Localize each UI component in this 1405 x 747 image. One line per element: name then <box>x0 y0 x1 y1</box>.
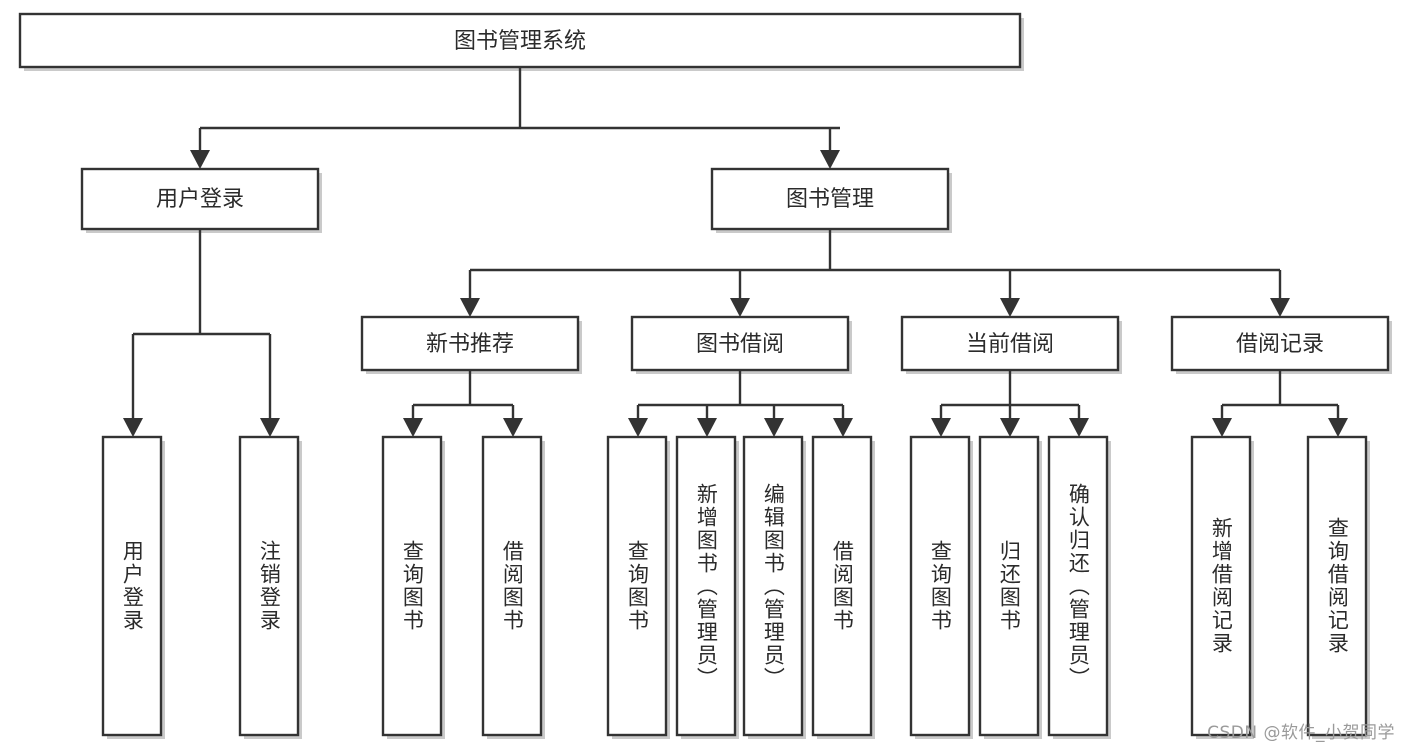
arrow-to-borrow-record <box>1270 298 1290 317</box>
arrow-to-current-borrow <box>1000 298 1020 317</box>
node-new-book-recommend[interactable]: 新书推荐 <box>360 315 582 374</box>
root-label: 图书管理系统 <box>454 29 586 54</box>
arrow-to-leaf-edit-book <box>764 418 784 437</box>
arrow-to-user-login <box>190 150 210 169</box>
arrow-to-leaf-return-book <box>1000 418 1020 437</box>
watermark: CSDN @软件_小贺同学 <box>1207 723 1395 743</box>
connector-borrow-record-to-leaves <box>1212 370 1348 437</box>
connector-book-manage-to-level3 <box>460 229 1290 317</box>
arrow-to-leaf-confirm-return <box>1069 418 1089 437</box>
arrow-to-new-book-recommend <box>460 298 480 317</box>
arrow-to-book-manage <box>820 150 840 169</box>
current-borrow-box <box>900 315 1120 372</box>
node-root[interactable]: 图书管理系统 <box>18 12 1024 71</box>
connector-user-login-to-leaves <box>123 229 280 437</box>
node-book-manage[interactable]: 图书管理 <box>710 167 952 233</box>
arrow-to-leaf-query-book-3 <box>931 418 951 437</box>
node-borrow-record[interactable]: 借阅记录 <box>1170 315 1392 374</box>
node-current-borrow[interactable]: 当前借阅 <box>900 315 1122 374</box>
arrow-to-leaf-query-book-1 <box>403 418 423 437</box>
leaf-node-borrow-book-2[interactable] <box>811 435 875 739</box>
book-borrow-label: 图书借阅 <box>696 332 784 357</box>
arrow-to-leaf-logout-login <box>260 418 280 437</box>
new-book-recommend-label: 新书推荐 <box>426 332 514 357</box>
root-box <box>18 12 1022 69</box>
leaf-node-add-book[interactable] <box>675 435 739 739</box>
leaf-node-query-record[interactable] <box>1306 435 1370 739</box>
arrow-to-leaf-add-book <box>697 418 717 437</box>
current-borrow-label: 当前借阅 <box>966 332 1054 357</box>
leaf-node-query-book-3[interactable] <box>909 435 973 739</box>
arrow-to-leaf-add-record <box>1212 418 1232 437</box>
arrow-to-leaf-user-login <box>123 418 143 437</box>
borrow-record-box <box>1170 315 1390 372</box>
leaf-node-query-book-1[interactable] <box>381 435 445 739</box>
arrow-to-leaf-borrow-book-1 <box>503 418 523 437</box>
leaf-node-user-login[interactable] <box>101 435 165 739</box>
leaf-node-edit-book[interactable] <box>742 435 806 739</box>
connector-root-to-level2 <box>190 67 840 169</box>
leaf-node-borrow-book-1[interactable] <box>481 435 545 739</box>
user-login-box <box>80 167 320 231</box>
arrow-to-book-borrow <box>730 298 750 317</box>
connector-current-borrow-to-leaves <box>931 370 1089 437</box>
borrow-record-label: 借阅记录 <box>1236 332 1324 357</box>
leaf-node-return-book[interactable] <box>978 435 1042 739</box>
leaf-node-add-record[interactable] <box>1190 435 1254 739</box>
user-login-label: 用户登录 <box>156 187 244 212</box>
arrow-to-leaf-query-book-2 <box>628 418 648 437</box>
node-user-login[interactable]: 用户登录 <box>80 167 322 233</box>
new-book-recommend-box <box>360 315 580 372</box>
arrow-to-leaf-query-record <box>1328 418 1348 437</box>
connector-new-book-recommend-to-leaves <box>403 370 523 437</box>
arrow-to-leaf-borrow-book-2 <box>833 418 853 437</box>
leaf-node-confirm-return[interactable] <box>1047 435 1111 739</box>
leaf-node-logout-login[interactable] <box>238 435 302 739</box>
book-manage-label: 图书管理 <box>786 187 874 212</box>
node-book-borrow[interactable]: 图书借阅 <box>630 315 852 374</box>
connector-book-borrow-to-leaves <box>628 370 853 437</box>
leaf-node-query-book-2[interactable] <box>606 435 670 739</box>
